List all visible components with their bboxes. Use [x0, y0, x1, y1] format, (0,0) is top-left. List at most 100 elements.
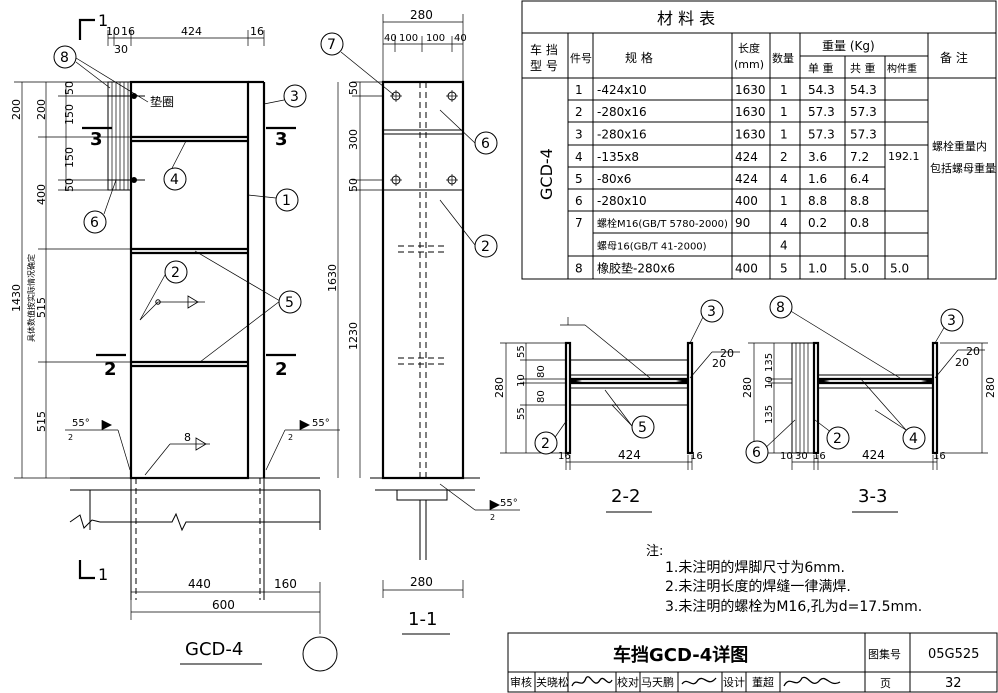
callout-7-side: 7	[327, 37, 336, 53]
notes-heading: 注:	[646, 544, 663, 559]
dim-left-50b: 50	[63, 178, 76, 192]
s22-dim-55b: 55	[516, 407, 527, 420]
table-cell-total: 54.3	[850, 83, 877, 97]
side-weld-small: 2	[490, 513, 495, 522]
table-cell-no: 3	[575, 128, 583, 142]
dim-top-10: 10	[106, 25, 120, 38]
dim-left-400: 400	[35, 184, 48, 205]
table-cell-total: 6.4	[850, 172, 869, 186]
table-cell-length: 90	[735, 216, 750, 230]
s33-dim-135b: 135	[764, 405, 775, 424]
td-type-model: GCD-4	[537, 148, 556, 200]
s22-dim-280: 280	[493, 377, 506, 398]
section-cut-2-right: 2	[275, 359, 288, 380]
s22-weld-top: 20	[720, 347, 734, 360]
th-spec: 规 格	[625, 50, 653, 65]
s33-dim-16b: 16	[933, 451, 946, 462]
table-cell-qty: 1	[780, 83, 788, 97]
table-cell-no: 6	[575, 194, 583, 208]
th-qty: 数量	[772, 52, 794, 65]
table-cell-qty: 1	[780, 105, 788, 119]
notes: 注: 1.未注明的焊脚尺寸为6mm. 2.未注明长度的焊缝一律满焊. 3.未注明…	[646, 544, 922, 615]
table-cell-no: 4	[575, 150, 583, 164]
td-member-weight: 192.1	[888, 150, 920, 163]
reviewer-name: 关晓松	[536, 675, 569, 689]
table-cell-qty: 1	[780, 194, 788, 208]
side-dim-1630: 1630	[326, 264, 339, 292]
checker-signature	[681, 677, 717, 685]
materials-table: 材 料 表 车 挡 型 号 件号 规 格 长度 (mm) 数量 重量 (Kg) …	[521, 0, 997, 280]
table-cell-qty: 5	[780, 262, 788, 276]
table-cell-spec: -135x8	[597, 150, 639, 164]
table-cell-total: 5.0	[850, 262, 869, 276]
section-mark-number-top: 1	[98, 11, 108, 30]
reviewer-signature	[571, 676, 613, 687]
side-view-title: 1-1	[408, 609, 437, 630]
table-cell-unit: 1.6	[808, 172, 827, 186]
table-cell-length: 400	[735, 262, 758, 276]
dim-left-50a: 50	[63, 81, 76, 95]
side-weld-angle: 55°	[500, 498, 518, 509]
th-length-bot: (mm)	[734, 58, 764, 71]
side-dim-top-280: 280	[410, 8, 433, 22]
s22-dim-10: 10	[516, 374, 527, 387]
th-weight: 重量 (Kg)	[822, 39, 875, 53]
side-dim-1230: 1230	[347, 322, 360, 350]
table-cell-total: 57.3	[850, 105, 877, 119]
side-dim-top-40b: 40	[454, 33, 467, 44]
side-dim-bottom-280: 280	[410, 575, 433, 589]
checker-name: 马天鹏	[641, 676, 674, 689]
table-cell-unit: 0.2	[808, 216, 827, 230]
table-cell-member: 5.0	[890, 262, 909, 276]
dim-top-16b: 16	[250, 25, 264, 38]
dim-left-150a: 150	[63, 104, 76, 125]
section-mark-bottom	[78, 560, 95, 580]
review-label: 审核	[510, 675, 532, 689]
note-2: 2.未注明长度的焊缝一律满焊.	[665, 579, 851, 595]
section-cut-3-left: 3	[90, 129, 103, 150]
elevation-title: GCD-4	[185, 639, 243, 660]
dim-bottom-600: 600	[212, 598, 235, 612]
table-cell-length: 424	[735, 150, 758, 164]
table-cell-qty: 4	[780, 172, 788, 186]
s33-dim-10: 10	[764, 376, 775, 389]
callout-3-s22: 3	[707, 304, 716, 320]
callout-1-elev: 1	[282, 193, 291, 209]
dim-top-30: 30	[114, 43, 128, 56]
s33-dim-280-right: 280	[984, 377, 997, 398]
atlas-label: 图集号	[868, 647, 901, 661]
callout-4-s33: 4	[909, 431, 918, 447]
design-label: 设计	[723, 676, 745, 689]
table-cell-unit: 8.8	[808, 194, 827, 208]
s22-dim-16b: 16	[690, 451, 703, 462]
side-dim-top-100b: 100	[426, 33, 445, 44]
s22-dim-424: 424	[618, 448, 641, 462]
callout-6-elev: 6	[90, 215, 99, 231]
section-33-title: 3-3	[858, 486, 887, 507]
table-cell-spec: -280x16	[597, 105, 647, 119]
table-cell-total: 0.8	[850, 216, 869, 230]
note-3: 3.未注明的螺栓为M16,孔为d=17.5mm.	[665, 599, 922, 615]
th-type-bot: 型 号	[530, 59, 558, 73]
s22-dim-80a: 80	[536, 365, 547, 378]
table-cell-spec: 螺母16(GB/T 41-2000)	[597, 241, 707, 253]
table-cell-spec: -80x6	[597, 172, 631, 186]
table-cell-no: 5	[575, 172, 583, 186]
side-view: 280 40 100 100 40 50 300 50 1630 1230	[326, 8, 520, 635]
table-cell-total: 57.3	[850, 128, 877, 142]
dim-left-200: 200	[10, 99, 23, 120]
dim-top-16a: 16	[121, 25, 135, 38]
page-label: 页	[880, 677, 891, 690]
table-cell-qty: 4	[780, 239, 788, 253]
callout-4-elev: 4	[170, 172, 179, 188]
section-cut-3-right: 3	[275, 129, 288, 150]
washer-label: 垫圈	[150, 94, 174, 109]
td-remarks-2: 包括螺母重量	[930, 161, 996, 175]
note-1: 1.未注明的焊脚尺寸为6mm.	[665, 560, 845, 576]
elevation-view: 1 1 10 16 424 16 30	[10, 11, 340, 672]
drawing-title: 车挡GCD-4详图	[613, 644, 748, 666]
callout-2-elev: 2	[171, 265, 180, 281]
side-dim-top-40a: 40	[384, 33, 397, 44]
